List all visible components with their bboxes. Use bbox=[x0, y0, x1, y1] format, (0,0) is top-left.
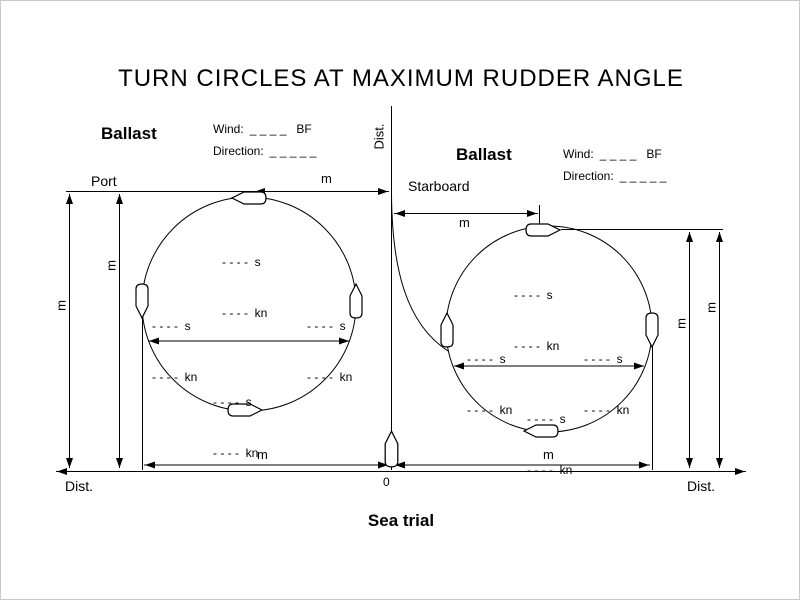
wind-label: Wind: bbox=[213, 122, 244, 136]
direction-blank: _ _ _ _ _ bbox=[269, 144, 317, 158]
ship-icon bbox=[522, 424, 559, 438]
speed-point: - - - - s - - - - kn bbox=[307, 284, 352, 420]
origin-ship-icon bbox=[384, 429, 399, 468]
speed-point: - - - - s - - - - kn bbox=[584, 317, 629, 453]
arrow-icon bbox=[116, 194, 123, 204]
arrow-icon bbox=[339, 337, 349, 345]
speed-time: - - - - s bbox=[527, 412, 566, 426]
arrow-icon bbox=[634, 362, 644, 370]
arrow-icon bbox=[716, 232, 723, 242]
ship-icon bbox=[440, 311, 454, 348]
speed-knots: - - - - kn bbox=[213, 446, 259, 460]
speed-point: - - - - s - - - - kn bbox=[213, 360, 258, 496]
arrow-icon bbox=[716, 458, 723, 468]
direction-blank: _ _ _ _ _ bbox=[619, 169, 667, 183]
speed-knots: - - - - kn bbox=[527, 463, 573, 477]
speed-time: - - - - s bbox=[467, 352, 506, 366]
left-vertical-inner-unit: m bbox=[103, 260, 119, 271]
speed-knots: - - - - kn bbox=[152, 370, 198, 384]
wind-blank: _ _ _ _ bbox=[599, 147, 637, 161]
left-condition-label: Ballast bbox=[101, 124, 157, 143]
arrow-icon bbox=[66, 458, 73, 468]
bottom-left-axis-label: Dist. bbox=[65, 478, 93, 494]
speed-time: - - - - s bbox=[152, 319, 191, 333]
speed-knots: - - - - kn bbox=[584, 403, 630, 417]
wind-blank: _ _ _ _ bbox=[249, 122, 287, 136]
speed-time: - - - - s bbox=[307, 319, 346, 333]
arrow-icon bbox=[66, 194, 73, 204]
speed-time: - - - - s bbox=[584, 352, 623, 366]
arrow-icon bbox=[686, 232, 693, 242]
baseline-right-arrow-icon bbox=[735, 468, 745, 475]
left-wind-row: Wind: _ _ _ _ BF bbox=[213, 122, 312, 137]
left-bottom-dim-unit: m bbox=[257, 447, 268, 462]
arrow-icon bbox=[378, 461, 388, 469]
arrow-icon bbox=[395, 210, 405, 217]
direction-label: Direction: bbox=[213, 144, 264, 158]
ship-icon bbox=[349, 282, 363, 319]
wind-unit: BF bbox=[646, 147, 662, 161]
starboard-entry-curve bbox=[391, 193, 449, 352]
arrow-icon bbox=[149, 337, 159, 345]
ship-icon bbox=[645, 312, 659, 349]
left-direction-row: Direction: _ _ _ _ _ bbox=[213, 144, 317, 159]
ship-icon bbox=[525, 223, 562, 237]
wind-label: Wind: bbox=[563, 147, 594, 161]
baseline-left-arrow-icon bbox=[57, 468, 67, 475]
ship-icon bbox=[227, 403, 264, 417]
page-title: TURN CIRCLES AT MAXIMUM RUDDER ANGLE bbox=[118, 65, 684, 92]
speed-time: - - - - s bbox=[213, 395, 252, 409]
speed-time: - - - - s bbox=[222, 255, 261, 269]
speed-point: - - - - s - - - - kn bbox=[152, 284, 197, 420]
speed-point: - - - - s - - - - kn bbox=[222, 220, 267, 356]
arrow-icon bbox=[527, 210, 537, 217]
left-vertical-outer-unit: m bbox=[53, 300, 69, 311]
ship-icon bbox=[230, 191, 267, 205]
speed-time: - - - - s bbox=[514, 288, 553, 302]
arrow-icon bbox=[639, 461, 649, 469]
speed-point: - - - - s - - - - kn bbox=[527, 377, 572, 513]
right-bottom-dim-unit: m bbox=[543, 447, 554, 462]
arrow-icon bbox=[395, 461, 405, 469]
left-top-dim-unit: m bbox=[321, 171, 332, 186]
arrow-icon bbox=[145, 461, 155, 469]
speed-knots: - - - - kn bbox=[307, 370, 353, 384]
right-condition-label: Ballast bbox=[456, 145, 512, 164]
direction-label: Direction: bbox=[563, 169, 614, 183]
left-side-label: Port bbox=[91, 173, 117, 189]
speed-point: - - - - s - - - - kn bbox=[467, 317, 512, 453]
right-vertical-inner-unit: m bbox=[673, 318, 689, 329]
speed-knots: - - - - kn bbox=[514, 339, 560, 353]
speed-point: - - - - s - - - - kn bbox=[514, 253, 559, 389]
right-vertical-outer-unit: m bbox=[703, 302, 719, 313]
sea-trial-caption: Sea trial bbox=[367, 511, 435, 530]
right-side-label: Starboard bbox=[408, 178, 470, 194]
arrow-icon bbox=[686, 458, 693, 468]
arrow-icon bbox=[454, 362, 464, 370]
right-wind-row: Wind: _ _ _ _ BF bbox=[563, 147, 662, 162]
bottom-right-axis-label: Dist. bbox=[687, 478, 715, 494]
speed-knots: - - - - kn bbox=[222, 306, 268, 320]
origin-label: 0 bbox=[383, 475, 390, 489]
ship-symbols bbox=[135, 191, 659, 468]
arrow-icon bbox=[116, 458, 123, 468]
speed-knots: - - - - kn bbox=[467, 403, 513, 417]
right-direction-row: Direction: _ _ _ _ _ bbox=[563, 169, 667, 184]
ship-icon bbox=[135, 283, 149, 320]
vertical-axis-label: Dist. bbox=[371, 123, 387, 150]
wind-unit: BF bbox=[296, 122, 312, 136]
right-top-dim-unit: m bbox=[459, 215, 470, 230]
arrow-icon bbox=[378, 188, 388, 195]
